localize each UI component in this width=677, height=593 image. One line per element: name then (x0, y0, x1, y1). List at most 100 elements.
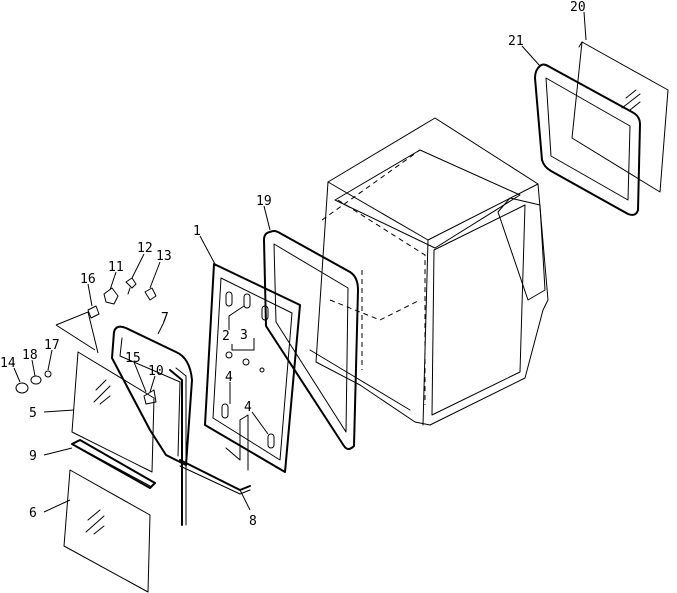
lower-rail-body (71, 439, 156, 489)
cab-side-window-opening (431, 204, 526, 416)
leader-12 (131, 253, 145, 279)
glass-part-5 (71, 351, 155, 473)
door-lower-hinge (225, 414, 249, 471)
leader-3 (231, 338, 255, 351)
callout-21: 21 (508, 34, 524, 49)
callout-3: 3 (240, 328, 248, 343)
callout-1: 1 (193, 224, 201, 239)
callout-labels: 1 2 3 4 4 5 6 7 8 9 10 11 12 13 14 15 16… (0, 0, 586, 529)
callout-10: 10 (148, 364, 164, 379)
part-18-washer (30, 375, 42, 385)
door-slot-1 (225, 291, 233, 307)
leader-17 (47, 349, 53, 371)
lower-rail-groove (75, 445, 151, 487)
cab-rear-corner (497, 197, 546, 301)
leader-14 (13, 367, 21, 383)
door-frame-part-1 (204, 263, 301, 473)
rail-part-8 (169, 367, 251, 526)
leader-18 (31, 359, 36, 377)
leader-5 (43, 409, 75, 413)
leader-20 (583, 11, 587, 41)
glass-6-pane (63, 469, 151, 593)
leader-13 (149, 261, 161, 289)
hardware-bracket-line (55, 311, 99, 354)
cab-roof (327, 117, 539, 241)
window-frame-inner (119, 337, 181, 457)
part-13-knob (144, 287, 157, 301)
callout-11: 11 (108, 260, 124, 275)
door-seal-inner (273, 243, 349, 433)
leader-7 (157, 321, 165, 335)
rear-glass-pane (571, 41, 669, 193)
cab-edge-back-right (537, 183, 549, 301)
part-17-bolt (44, 370, 52, 378)
callout-18: 18 (22, 348, 38, 363)
cab-body (309, 117, 549, 426)
callout-17: 17 (44, 338, 60, 353)
leader-8 (239, 489, 251, 511)
rear-glass-part-20 (571, 41, 669, 193)
door-seal-outer (263, 230, 359, 450)
hardware-bracket-line-2 (55, 324, 96, 351)
door-hole-3 (259, 367, 265, 373)
lower-rail-part-9 (71, 439, 156, 489)
glass-part-6 (63, 469, 151, 593)
callout-7: 7 (161, 311, 169, 326)
cab-base-right (414, 299, 549, 426)
door-slot-2 (243, 293, 251, 309)
callout-4b: 4 (244, 400, 252, 415)
callout-6: 6 (29, 506, 37, 521)
callout-15: 15 (125, 351, 141, 366)
door-slot-4 (221, 403, 229, 419)
callout-2: 2 (222, 329, 230, 344)
callout-5: 5 (29, 406, 37, 421)
callout-14: 14 (0, 356, 16, 371)
rail-bottom-inner (179, 465, 251, 495)
leader-10 (149, 375, 156, 393)
door-hole-1 (225, 351, 233, 359)
leader-4b (251, 411, 269, 435)
leader-2 (228, 305, 245, 330)
callout-8: 8 (249, 514, 257, 529)
door-frame-inner (212, 277, 293, 461)
rear-seal-outer (534, 63, 641, 216)
leader-19 (263, 205, 271, 231)
door-hole-2 (242, 358, 250, 366)
glass-5-reflection (93, 379, 111, 405)
part-16-clip (87, 305, 100, 319)
glass-5-pane (71, 351, 155, 473)
leader-15 (133, 361, 147, 393)
window-frame-outer (111, 325, 193, 466)
leader-6 (43, 499, 71, 513)
rail-vertical (169, 369, 183, 526)
rail-bottom (179, 459, 251, 491)
callout-20: 20 (570, 0, 586, 15)
callout-16: 16 (80, 272, 96, 287)
cab-floor-line (309, 349, 411, 411)
callout-4a: 4 (225, 370, 233, 385)
leader-9 (43, 447, 73, 456)
rear-seal-inner (545, 77, 631, 201)
rear-glass-edge (578, 41, 583, 48)
door-seal-part-19 (263, 230, 359, 450)
door-frame-outer (204, 263, 301, 473)
glass-6-reflection (85, 509, 105, 535)
cab-hidden-edge-2 (321, 149, 421, 221)
cab-hidden-edge-1 (337, 199, 426, 405)
part-12-screw (125, 277, 137, 295)
part-11-latch (103, 287, 119, 305)
rail-vertical-inner (175, 367, 187, 526)
rear-seal-part-21 (534, 63, 641, 216)
callout-19: 19 (256, 194, 272, 209)
part-15-stopper (143, 389, 157, 405)
cab-hidden-edge-3 (329, 299, 421, 321)
hardware-parts (15, 277, 157, 405)
callout-12: 12 (137, 241, 153, 256)
leader-16 (87, 283, 93, 307)
leader-1 (199, 235, 217, 267)
leader-11 (109, 271, 117, 291)
door-slot-5 (267, 433, 275, 449)
window-frame-part-7 (111, 325, 193, 466)
